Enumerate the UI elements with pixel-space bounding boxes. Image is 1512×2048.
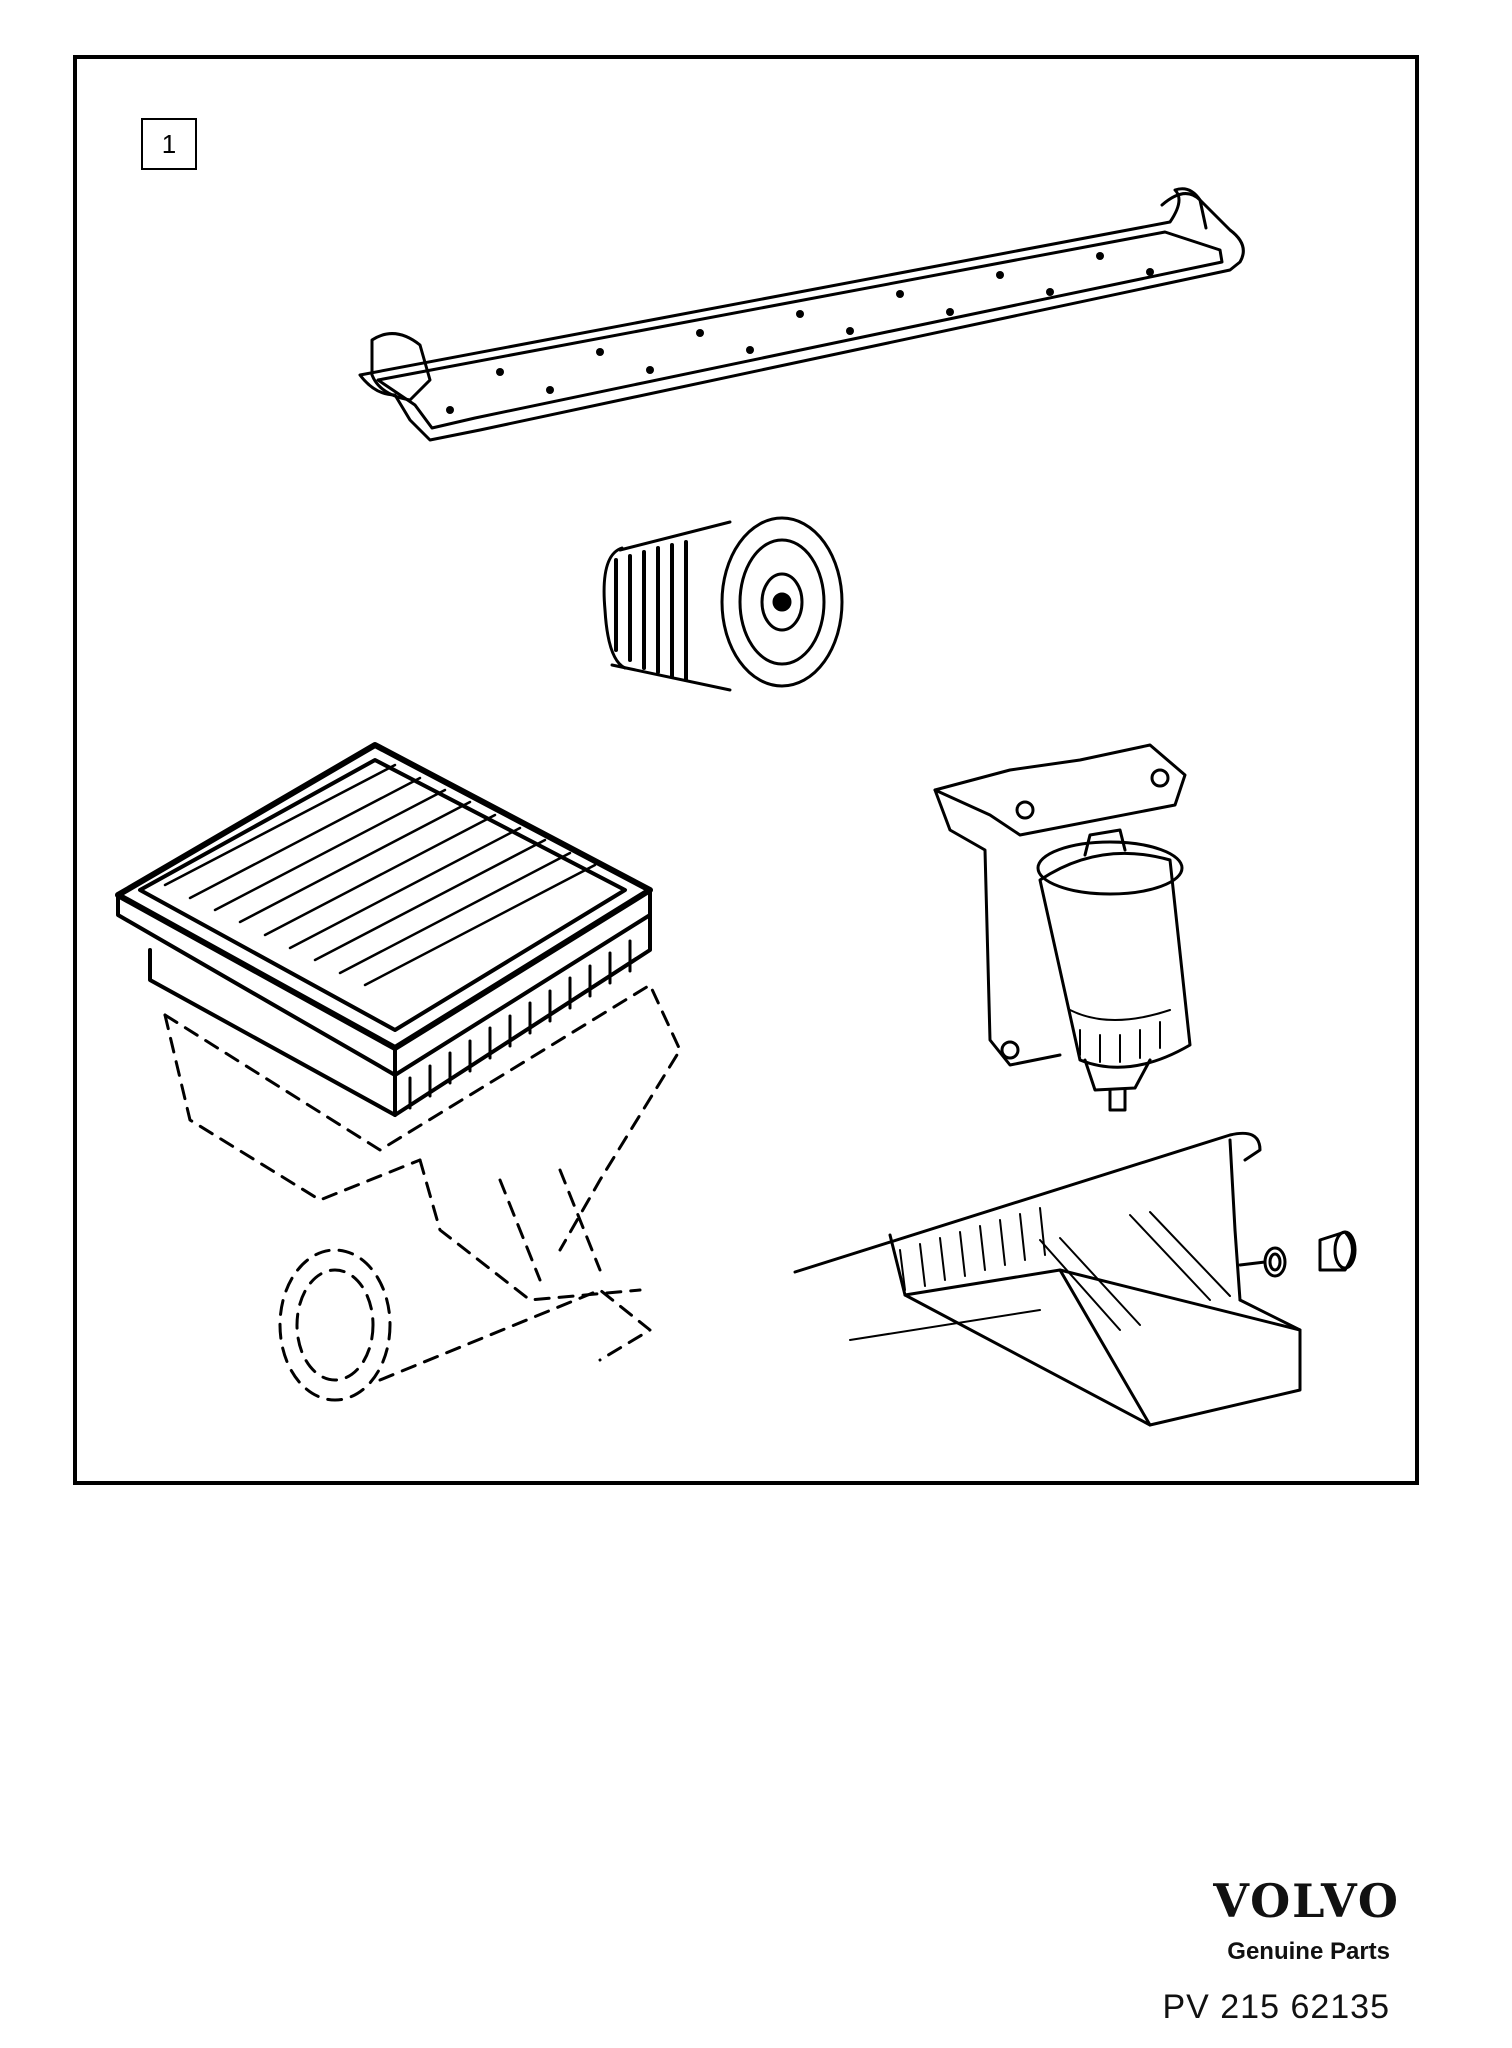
oil-filter — [602, 516, 844, 692]
reference-number: 1 — [161, 128, 177, 159]
part-code: PV 215 62135 — [1162, 1988, 1390, 2026]
volvo-logo: VOLVO — [1213, 1874, 1400, 1928]
air-filter — [115, 742, 653, 1117]
engine-housing-phantom — [163, 983, 682, 1402]
fuel-filter — [933, 743, 1192, 1112]
valve-cover-gasket — [358, 187, 1245, 442]
brand-block: VOLVO Genuine Parts PV 215 62135 — [1140, 1878, 1400, 2027]
brand-subtitle: Genuine Parts — [1227, 1938, 1390, 1965]
reference-number-box: 1 — [141, 118, 197, 170]
illustration-frame — [73, 55, 1419, 1485]
drain-plug — [1238, 1230, 1357, 1278]
oil-pan — [793, 1131, 1302, 1427]
